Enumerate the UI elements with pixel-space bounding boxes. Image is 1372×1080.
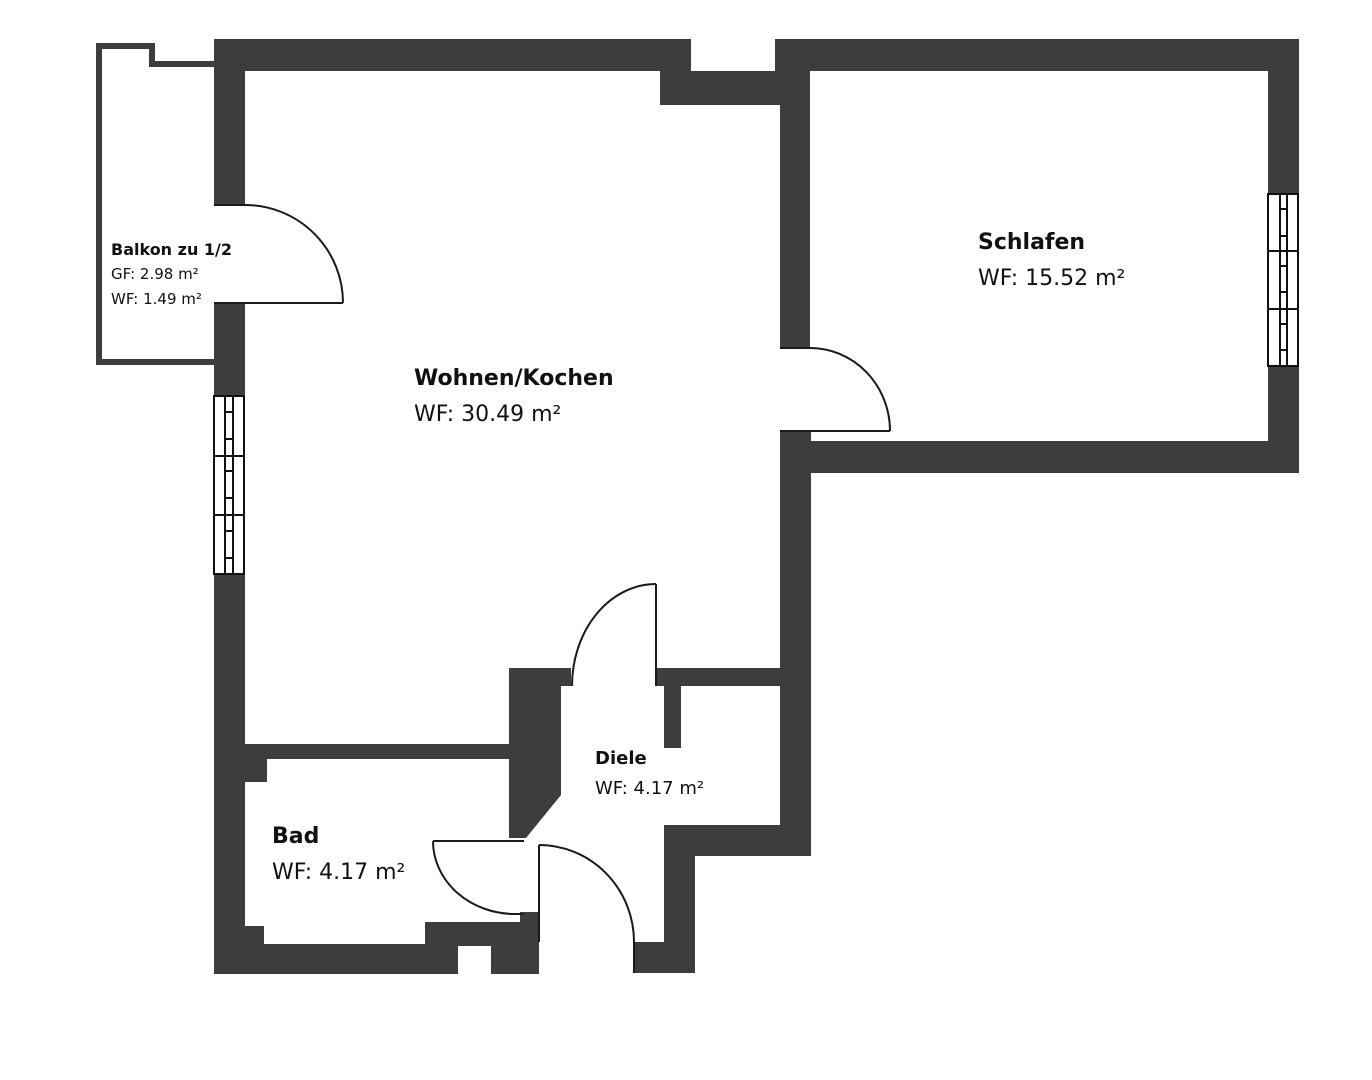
room-name: Diele <box>595 748 647 769</box>
room-area: WF: 30.49 m² <box>414 402 562 427</box>
room-name: Wohnen/Kochen <box>414 366 614 391</box>
window-wohnen-west <box>213 395 245 575</box>
room-label-schlafen: Schlafen WF: 15.52 m² <box>978 232 1125 290</box>
balcony-outline <box>96 43 214 365</box>
room-gross-area: GF: 2.98 m² <box>111 265 199 283</box>
room-label-wohnen-kochen: Wohnen/Kochen WF: 30.49 m² <box>414 368 614 426</box>
room-name: Bad <box>272 824 320 849</box>
room-name: Schlafen <box>978 230 1086 255</box>
room-label-balkon: Balkon zu 1/2 GF: 2.98 m² WF: 1.49 m² <box>111 242 232 307</box>
door-schlafen[interactable] <box>780 347 891 432</box>
room-label-bad: Bad WF: 4.17 m² <box>272 826 405 884</box>
room-name: Balkon zu 1/2 <box>111 240 233 259</box>
door-entrance[interactable] <box>538 844 635 973</box>
door-bad[interactable] <box>432 840 524 915</box>
window-schlafen-east <box>1267 193 1299 367</box>
room-area: WF: 4.17 m² <box>595 778 705 799</box>
door-diele-wohnen[interactable] <box>571 583 657 687</box>
room-area: WF: 4.17 m² <box>272 860 406 885</box>
room-label-diele: Diele WF: 4.17 m² <box>595 750 704 798</box>
room-area: WF: 15.52 m² <box>978 266 1126 291</box>
room-area: WF: 1.49 m² <box>111 290 202 308</box>
walls <box>214 39 1299 974</box>
door-balkon[interactable] <box>214 204 344 304</box>
